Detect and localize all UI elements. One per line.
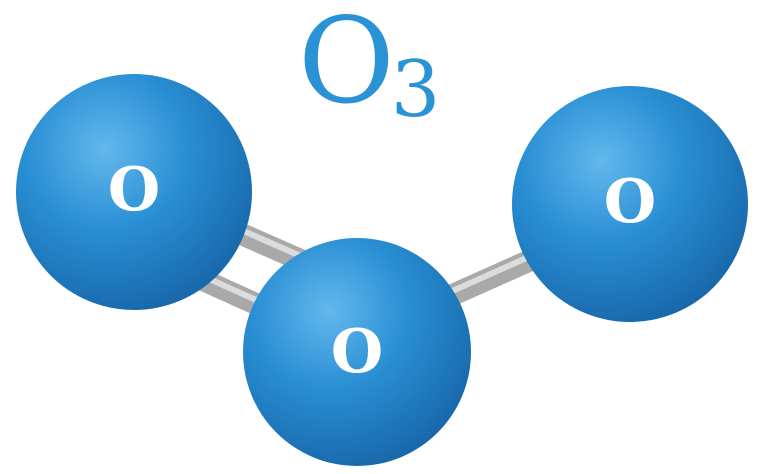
atom-left-sphere (16, 74, 252, 310)
molecular-formula: O3 (298, 2, 440, 129)
formula-subscript: 3 (390, 45, 441, 135)
formula-symbol: O (298, 0, 395, 130)
atom-right-label: O (603, 167, 657, 237)
atom-bottom-label: O (330, 317, 384, 387)
atom-bottom-sphere (243, 238, 471, 466)
atom-right-sphere (512, 86, 748, 322)
atom-left-label: O (107, 155, 161, 225)
